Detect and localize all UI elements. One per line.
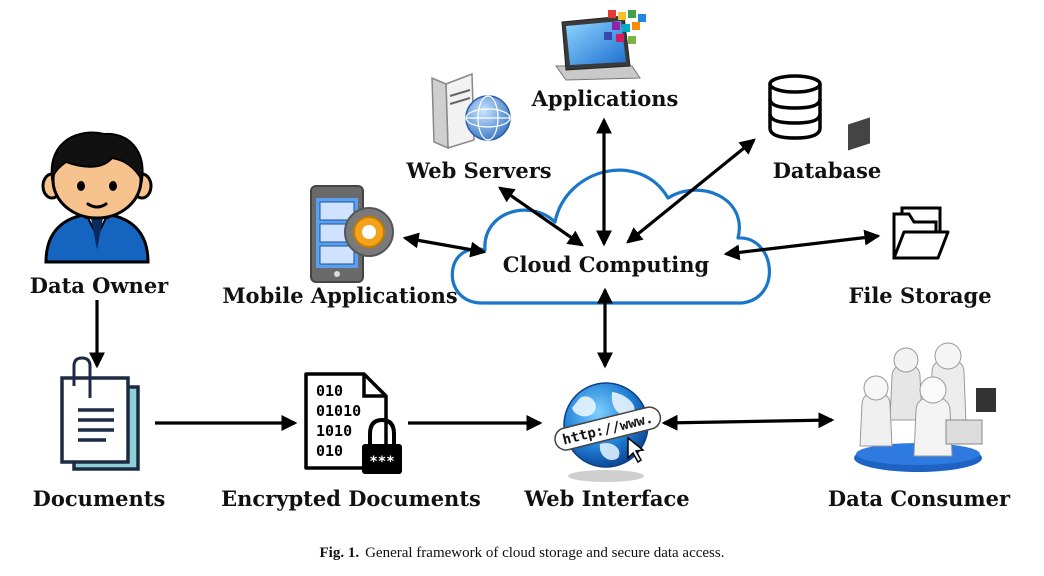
documents-icon (60, 356, 140, 471)
database-label: Database (773, 158, 882, 183)
web-servers-label: Web Servers (405, 158, 551, 183)
file-storage-label: File Storage (848, 283, 991, 308)
lock-icon (362, 444, 402, 474)
figure-caption: Fig. 1. General framework of cloud storag… (319, 545, 724, 561)
cloud-shape (450, 168, 771, 305)
cloud-computing-node: Cloud Computing (450, 168, 771, 305)
binary-line-3: 1010 (316, 422, 352, 440)
file-storage-node: File Storage (848, 206, 992, 308)
caption-text: General framework of cloud storage and s… (365, 545, 724, 561)
database-icon (768, 74, 822, 140)
arrow-cloud-web-servers (498, 186, 584, 247)
binary-line-1: 010 (316, 382, 343, 400)
binary-line-2: 01010 (316, 402, 361, 420)
data-consumer-label: Data Consumer (828, 486, 1011, 511)
arrow-cloud-database (626, 138, 756, 244)
database-node: Database (768, 74, 882, 183)
documents-label: Documents (33, 486, 166, 511)
connector-arrows (89, 117, 881, 431)
laptop-apps-icon (555, 10, 646, 81)
data-owner-node: Data Owner (30, 131, 169, 298)
arrow-cloud-mobile-applications (402, 232, 487, 258)
mobile-applications-node: Mobile Applications (222, 185, 458, 308)
arrow-web-interface-data-consumer (661, 412, 835, 431)
caption-label: Fig. 1. (319, 545, 359, 561)
lock-mask-text: *** (369, 454, 394, 470)
server-globe-icon (431, 72, 511, 150)
web-servers-node: Web Servers (405, 72, 552, 183)
encrypted-documents-node: 010 01010 1010 010 *** Encrypted Documen… (221, 372, 481, 511)
cursor-icon (627, 436, 645, 464)
person-icon (41, 131, 153, 264)
people-with-laptops-icon (848, 117, 996, 472)
encrypted-documents-label: Encrypted Documents (221, 486, 481, 511)
data-consumer-node: Data Consumer (828, 117, 1011, 511)
cloud-computing-label: Cloud Computing (503, 252, 710, 277)
data-owner-label: Data Owner (30, 273, 169, 298)
folder-icon (892, 206, 950, 260)
globe-icon: http://www. (554, 382, 662, 482)
binary-line-4: 010 (316, 442, 343, 460)
url-bar (554, 406, 662, 451)
applications-node: Applications (531, 10, 679, 111)
arrow-cloud-file-storage (723, 229, 881, 261)
documents-node: Documents (33, 356, 166, 511)
web-interface-label: Web Interface (523, 486, 689, 511)
mobile-applications-label: Mobile Applications (222, 283, 457, 308)
web-interface-node: http://www. Web Interface (523, 382, 690, 511)
mobile-gear-icon (310, 185, 394, 283)
applications-label: Applications (531, 86, 679, 111)
encrypted-file-icon: 010 01010 1010 010 *** (304, 372, 402, 474)
